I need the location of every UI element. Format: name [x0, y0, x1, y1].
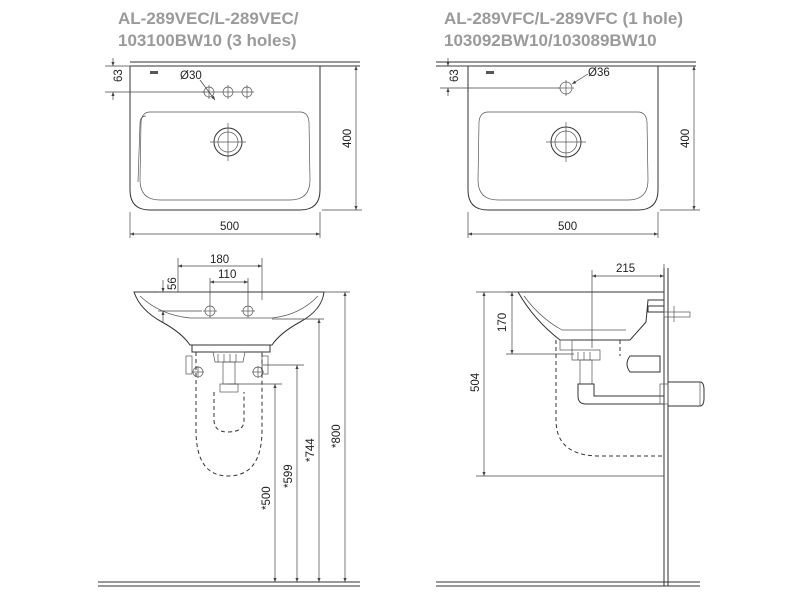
dim-504: 504 — [470, 372, 482, 392]
title-right-line2: 103092BW10/103089BW10 — [444, 31, 657, 50]
dim-180: 180 — [210, 254, 229, 266]
dim-400-right: 400 — [680, 129, 692, 148]
dim-170: 170 — [497, 313, 509, 332]
title-left-line1: AL-289VEC/L-289VEC/ — [118, 9, 299, 28]
dim-215: 215 — [616, 263, 635, 275]
dim-500-height: *500 — [261, 486, 273, 510]
dim-599-height: *599 — [283, 464, 295, 488]
dim-56: 56 — [167, 277, 179, 290]
plan-view-1-hole: Ø36 63 400 500 — [436, 58, 700, 238]
siphon-trap — [577, 383, 665, 405]
basin-outline-right — [467, 66, 659, 211]
title-right-line1: AL-289VFC/L-289VFC (1 hole) — [444, 9, 683, 28]
dim-hole-diameter-right: Ø36 — [588, 67, 610, 79]
dim-63-left: 63 — [113, 69, 125, 82]
basin-front — [133, 291, 325, 346]
plan-view-3-holes: Ø30 63 400 500 — [105, 58, 362, 238]
basin-bowl — [139, 111, 311, 201]
dim-500-right: 500 — [558, 221, 577, 233]
dim-400-left: 400 — [342, 129, 354, 148]
dim-800-height: *800 — [331, 424, 343, 448]
pedestal-hidden-side — [555, 340, 664, 457]
basin-side — [517, 291, 665, 341]
basin-outline — [129, 66, 321, 211]
dim-110: 110 — [218, 269, 236, 281]
side-elevation: 215 170 504 — [436, 263, 705, 587]
dim-744-height: *744 — [305, 438, 317, 462]
dim-hole-diameter: Ø30 — [180, 70, 202, 82]
title-left-line2: 103100BW10 (3 holes) — [118, 31, 297, 50]
drain-fitting — [212, 351, 246, 363]
dim-63-right: 63 — [449, 69, 461, 82]
front-elevation: 180 110 56 *500 *599 *744 *800 — [98, 254, 360, 587]
dim-500-left: 500 — [220, 221, 239, 233]
waste-pipe — [668, 381, 705, 407]
pedestal-hidden-front — [195, 352, 263, 477]
